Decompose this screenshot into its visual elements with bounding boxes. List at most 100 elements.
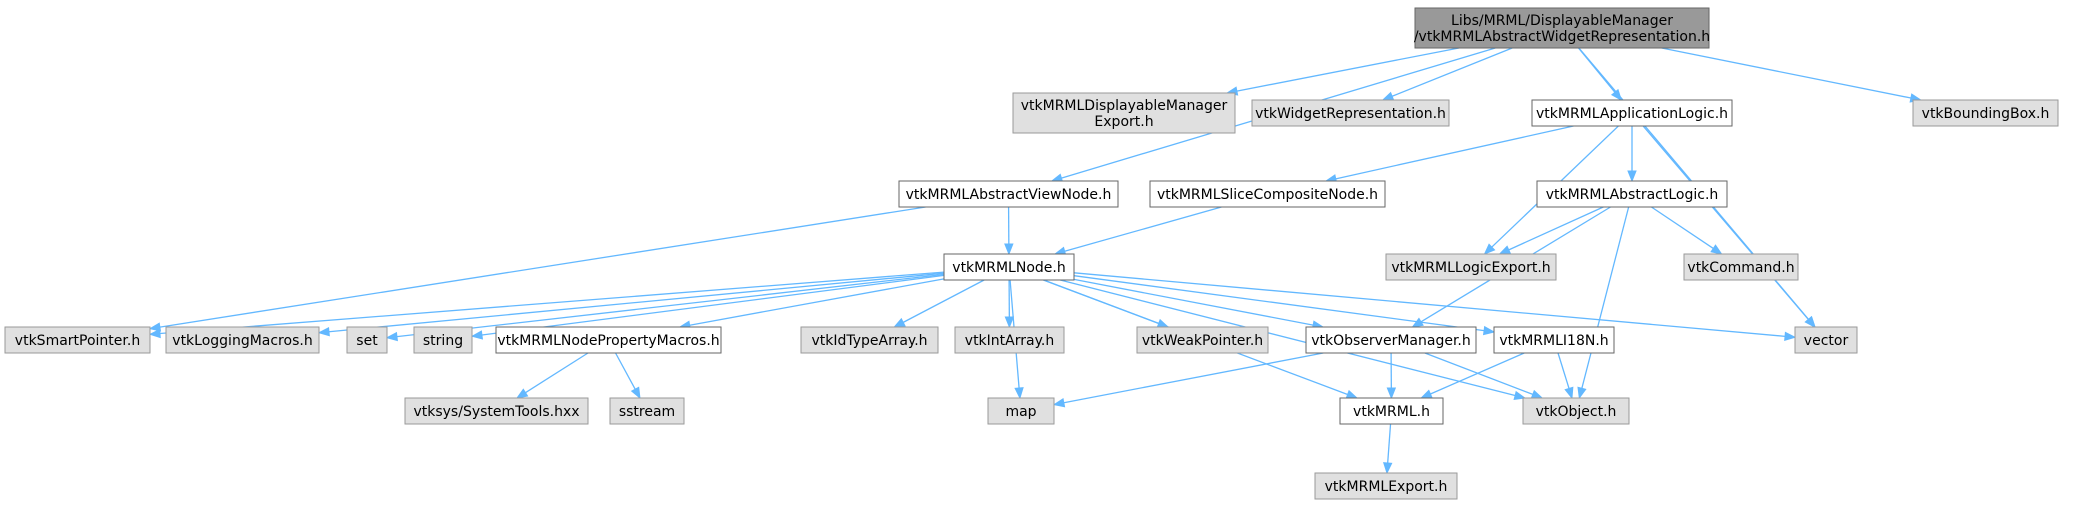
node-propmacros[interactable]: vtkMRMLNodePropertyMacros.h [495, 326, 722, 354]
edge-line [689, 278, 945, 326]
node-label: vtkCommand.h [1687, 260, 1794, 276]
edge-slicecomp-to-mrmlnode [1053, 206, 1222, 256]
edge-line [525, 352, 589, 394]
edge-mrmlnode-to-logging [317, 272, 945, 337]
node-box [413, 326, 473, 354]
nodes-layer: Libs/MRML/DisplayableManager/vtkMRMLAbst… [4, 7, 2059, 500]
node-bbox: vtkBoundingBox.h [1912, 99, 2059, 127]
node-label: vtkMRMLLogicExport.h [1391, 260, 1550, 276]
node-mrmlh[interactable]: vtkMRML.h [1339, 397, 1444, 425]
edge-line [1581, 206, 1630, 389]
node-box [1136, 326, 1269, 354]
node-box [1012, 92, 1236, 134]
node-label: vtkMRMLNode.h [952, 260, 1065, 276]
edge-arrowhead [1420, 389, 1433, 399]
node-i18n[interactable]: vtkMRMLI18N.h [1493, 326, 1615, 354]
node-systools: vtksys/SystemTools.hxx [404, 397, 589, 425]
node-box [1339, 397, 1444, 425]
edge-arrowhead [317, 327, 330, 337]
node-box [987, 397, 1055, 425]
node-smartptr: vtkSmartPointer.h [4, 326, 151, 354]
edge-arrowhead [1610, 88, 1623, 102]
edge-propmacros-to-systools [515, 352, 589, 399]
edge-line [902, 279, 985, 323]
node-abslogic[interactable]: vtkMRMLAbstractLogic.h [1536, 180, 1728, 208]
edge-arrowhead [1345, 389, 1359, 399]
edge-line [1508, 206, 1604, 251]
node-label: Export.h [1094, 114, 1153, 130]
node-box [4, 326, 151, 354]
node-logging: vtkLoggingMacros.h [165, 326, 320, 354]
node-label: /vtkMRMLAbstractWidgetRepresentation.h [1414, 29, 1710, 45]
node-label: vtkMRMLExport.h [1325, 479, 1448, 495]
edge-line [1424, 352, 1534, 396]
node-label: vtkBoundingBox.h [1922, 106, 2050, 122]
edge-arrowhead [1482, 325, 1496, 336]
node-label: vector [1804, 333, 1849, 349]
node-box [1912, 99, 2059, 127]
edge-root-to-widgetrep [1381, 47, 1513, 101]
node-vector: vector [1794, 326, 1858, 354]
node-label: vtkMRMLAbstractViewNode.h [906, 187, 1112, 203]
edge-root-to-bbox [1661, 47, 1923, 103]
edge-arrowhead [893, 317, 906, 328]
node-box [898, 180, 1119, 208]
edge-line [328, 272, 945, 333]
node-box [954, 326, 1065, 354]
edge-arrowhead [148, 328, 161, 339]
node-label: vtkMRMLAbstractLogic.h [1546, 187, 1719, 203]
node-label: vtkMRMLI18N.h [1499, 333, 1608, 349]
edge-mrmlnode-to-idtype [893, 279, 985, 328]
node-box [800, 326, 939, 354]
edge-line [1661, 47, 1912, 99]
edge-line [1557, 352, 1570, 389]
node-box [943, 253, 1075, 281]
node-applogic[interactable]: vtkMRMLApplicationLogic.h [1531, 99, 1733, 127]
node-label: set [356, 333, 378, 349]
edge-arrowhead [1004, 316, 1015, 329]
edge-arrowhead [470, 330, 484, 340]
node-label: sstream [619, 404, 675, 420]
edge-arrowhead [630, 386, 641, 400]
edge-abslogic-to-command [1651, 206, 1723, 255]
edge-line [159, 206, 926, 328]
edge-observer-to-mrmlh [1386, 352, 1397, 400]
node-absview[interactable]: vtkMRMLAbstractViewNode.h [898, 180, 1119, 208]
edge-mrmlnode-to-smartptr [148, 271, 945, 339]
node-box [495, 326, 722, 354]
node-vtkobject: vtkObject.h [1522, 397, 1630, 425]
edge-mrmlnode-to-intarray [1004, 279, 1015, 329]
edge-arrowhead [1004, 243, 1014, 256]
node-weakptr: vtkWeakPointer.h [1136, 326, 1269, 354]
node-label: vtkObserverManager.h [1311, 333, 1471, 349]
node-label: vtkObject.h [1536, 404, 1617, 420]
node-box [1414, 7, 1710, 49]
edge-arrowhead [1577, 386, 1587, 400]
node-set: set [346, 326, 388, 354]
node-box [165, 326, 320, 354]
node-label: vtkMRML.h [1353, 404, 1430, 420]
edge-arrowhead [385, 331, 398, 342]
edge-observer-to-vtkobject [1424, 352, 1544, 399]
edge-applogic-to-vector [1642, 125, 1816, 329]
edge-arrowhead [1483, 243, 1496, 255]
edge-arrowhead [1530, 389, 1544, 399]
node-box [404, 397, 589, 425]
node-logicexport: vtkMRMLLogicExport.h [1385, 253, 1557, 281]
node-observer[interactable]: vtkObserverManager.h [1305, 326, 1477, 354]
node-box [1493, 326, 1615, 354]
node-mrmlnode[interactable]: vtkMRMLNode.h [943, 253, 1075, 281]
edge-root-to-dmexport [1225, 47, 1460, 96]
edge-mrmlnode-to-vector [1073, 272, 1797, 342]
edge-arrowhead [1710, 244, 1723, 255]
node-slicecomp[interactable]: vtkMRMLSliceCompositeNode.h [1149, 180, 1386, 208]
edge-arrowhead [1381, 91, 1395, 101]
node-label: vtkMRMLNodePropertyMacros.h [497, 333, 719, 349]
edge-line [396, 273, 945, 338]
edge-line [1073, 275, 1485, 332]
edge-line [614, 352, 636, 390]
edge-arrowhead [1627, 170, 1637, 183]
edge-absview-to-mrmlnode [1004, 206, 1014, 256]
